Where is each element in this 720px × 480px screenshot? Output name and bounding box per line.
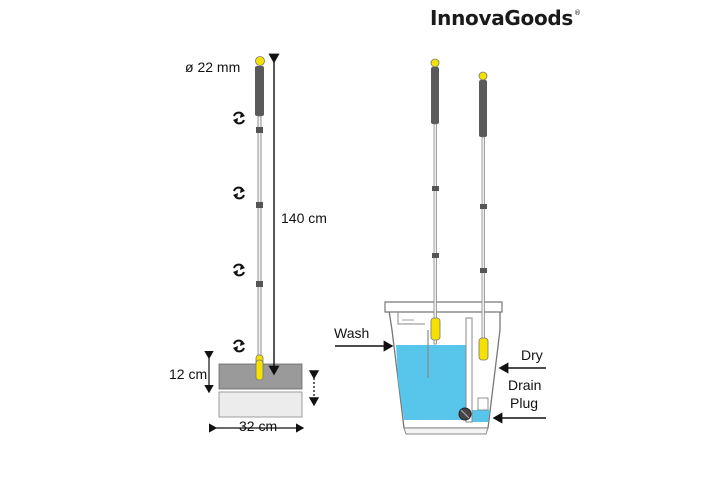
rotate-icon bbox=[233, 111, 245, 125]
rotate-icon bbox=[233, 186, 245, 200]
rotate-icon bbox=[233, 263, 245, 277]
handle-diameter-label: ø 22 mm bbox=[185, 59, 241, 75]
pad-height-label: 12 cm bbox=[169, 366, 208, 382]
handle-cap bbox=[478, 71, 488, 81]
mop-collar-front bbox=[255, 359, 264, 381]
plug-label: Plug bbox=[510, 395, 539, 411]
wash-water bbox=[396, 345, 466, 420]
shaft-joint bbox=[256, 281, 263, 287]
handle-grip bbox=[255, 66, 264, 116]
handle-grip bbox=[431, 67, 439, 124]
bucket-divider bbox=[465, 317, 473, 423]
brand-logo: InnovaGoods® bbox=[430, 6, 581, 30]
shaft-joint bbox=[256, 127, 263, 133]
mop-collar bbox=[430, 317, 441, 341]
mop-left bbox=[204, 53, 320, 433]
dry-water bbox=[470, 410, 490, 422]
rotate-icon bbox=[233, 339, 245, 353]
bucket-illustration bbox=[384, 301, 503, 435]
shaft-joint bbox=[256, 202, 263, 208]
length-label: 140 cm bbox=[281, 210, 327, 226]
bucket-rim bbox=[384, 301, 503, 313]
bucket-handle bbox=[397, 312, 425, 325]
mop-dry bbox=[478, 71, 489, 361]
mop-wash bbox=[430, 58, 441, 345]
handle-grip bbox=[479, 80, 487, 137]
dry-label: Dry bbox=[521, 347, 543, 363]
mop-collar bbox=[478, 337, 489, 361]
drain-label: Drain bbox=[508, 377, 542, 393]
handle-cap bbox=[255, 56, 265, 66]
handle-shaft bbox=[257, 115, 262, 357]
wash-label: Wash bbox=[334, 325, 370, 341]
registered-mark: ® bbox=[574, 9, 581, 17]
mop-pad-bottom bbox=[218, 391, 303, 418]
pad-width-label: 32 cm bbox=[239, 418, 278, 434]
handle-cap bbox=[430, 58, 440, 68]
brand-name: InnovaGoods bbox=[430, 6, 574, 30]
